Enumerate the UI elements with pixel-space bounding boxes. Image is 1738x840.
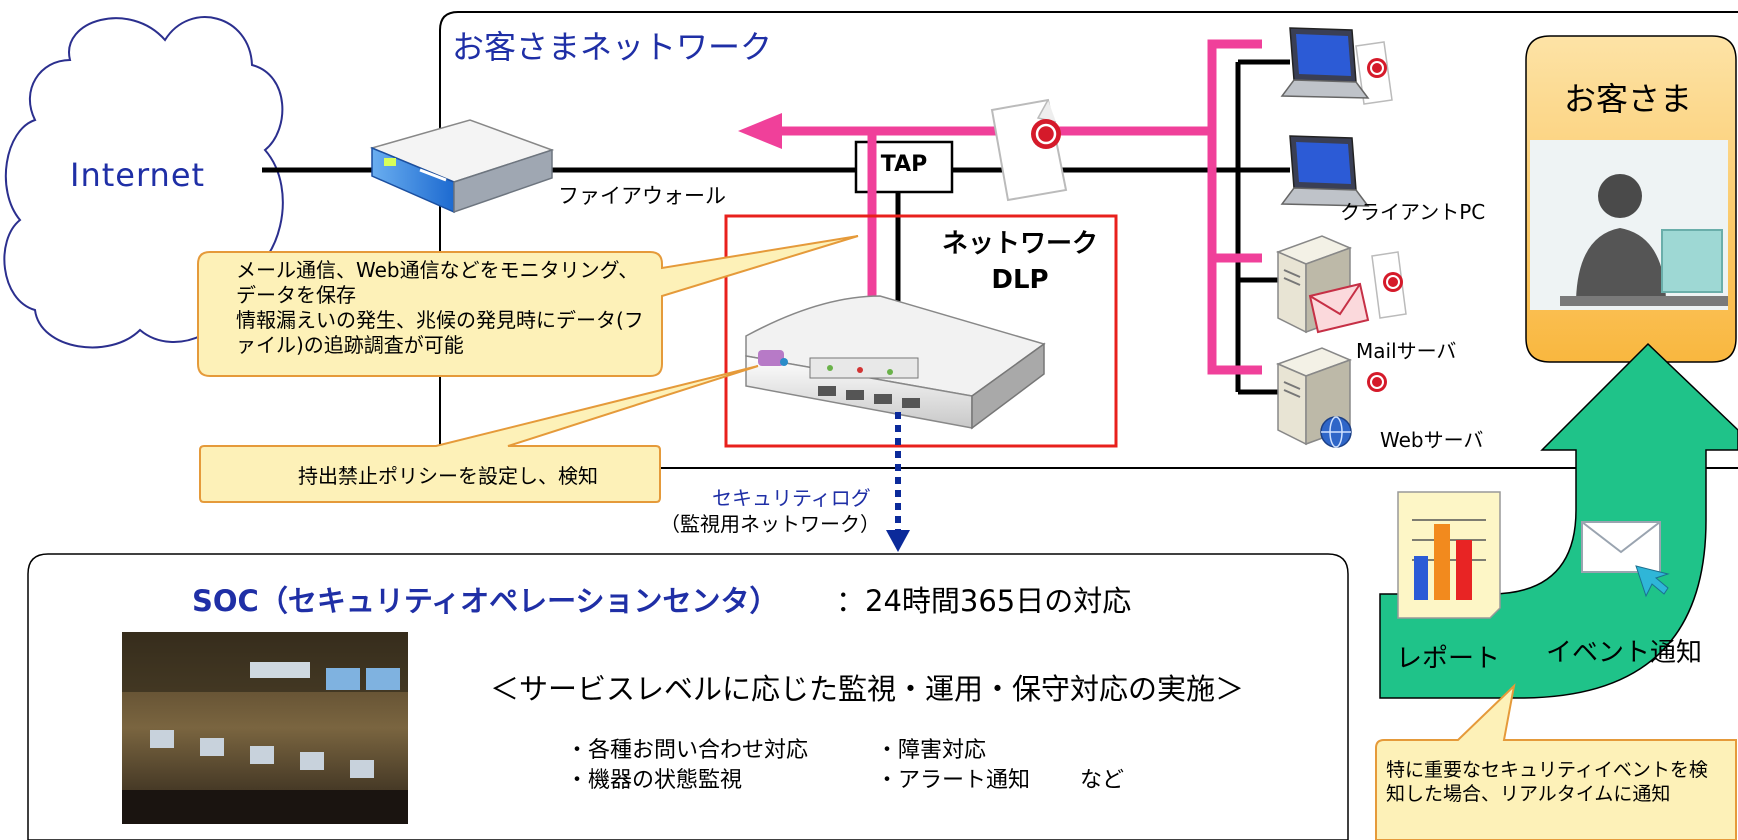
laptop-icon xyxy=(1280,27,1370,99)
mail-server-label: Mailサーバ xyxy=(1356,339,1457,363)
customer-network-title: お客さまネットワーク xyxy=(452,28,773,66)
confidential-document-icon xyxy=(990,98,1068,202)
client-pc-label: クライアントPC xyxy=(1340,200,1486,224)
service-item: など xyxy=(1080,768,1125,793)
dlp-label-line2: DLP xyxy=(991,265,1049,295)
event-notification-label: イベント通知 xyxy=(1546,638,1703,668)
callout-realtime-bubble xyxy=(1375,683,1737,840)
service-item: ・障害対応 xyxy=(876,738,987,763)
router-icon xyxy=(369,119,555,214)
callout-monitoring-bubble xyxy=(197,235,859,377)
customer-network-frame xyxy=(439,11,1738,468)
monitor-network-label: （監視用ネットワーク） xyxy=(660,512,880,536)
security-log-arrow-head xyxy=(886,530,910,552)
callout-policy-text: 持出禁止ポリシーを設定し、検知 xyxy=(298,464,598,488)
dlp-label: ネットワーク DLP xyxy=(920,226,1120,298)
dlp-frame xyxy=(724,214,1118,448)
tap-label: TAP xyxy=(880,152,928,177)
pink-arrow-head-left xyxy=(738,113,782,149)
operator-icon xyxy=(1560,174,1728,306)
pink-flow-bus xyxy=(1207,39,1262,375)
firewall-label: ファイアウォール xyxy=(558,184,726,208)
globe-icon xyxy=(1320,416,1352,448)
report-chart-icon xyxy=(1397,491,1501,619)
service-item: ・機器の状態監視 xyxy=(566,768,743,793)
soc-title: SOC（セキュリティオペレーションセンタ） xyxy=(192,584,779,618)
service-item: ・各種お問い合わせ対応 xyxy=(566,738,809,763)
confidential-document-icon xyxy=(1367,372,1387,392)
report-label: レポート xyxy=(1396,644,1501,674)
soc-subtitle: ：24時間365日の対応 xyxy=(836,584,1132,618)
confidential-document-icon xyxy=(1355,41,1393,105)
laptop-icon xyxy=(1280,135,1370,207)
callout-monitoring-text: メール通信、Web通信などをモニタリング、データを保存 情報漏えいの発生、兆候の… xyxy=(236,258,644,357)
service-item: ・アラート通知 xyxy=(876,768,1031,793)
web-server-label: Webサーバ xyxy=(1380,428,1484,452)
soc-photo xyxy=(122,632,408,824)
security-log-label: セキュリティログ xyxy=(712,486,871,510)
envelope-icon xyxy=(1581,521,1670,598)
callout-realtime-text: 特に重要なセキュリティイベントを検知した場合、リアルタイムに通知 xyxy=(1386,759,1708,805)
internet-label: Internet xyxy=(70,156,206,194)
confidential-document-icon xyxy=(1371,251,1407,319)
dlp-label-line1: ネットワーク xyxy=(941,229,1098,259)
service-heading: ＜サービスレベルに応じた監視・運用・保守対応の実施＞ xyxy=(490,672,1245,706)
envelope-icon xyxy=(1308,282,1370,334)
dlp-appliance-icon xyxy=(745,295,1046,430)
customer-label: お客さま xyxy=(1563,80,1692,118)
callout-policy-bubble xyxy=(199,365,759,503)
